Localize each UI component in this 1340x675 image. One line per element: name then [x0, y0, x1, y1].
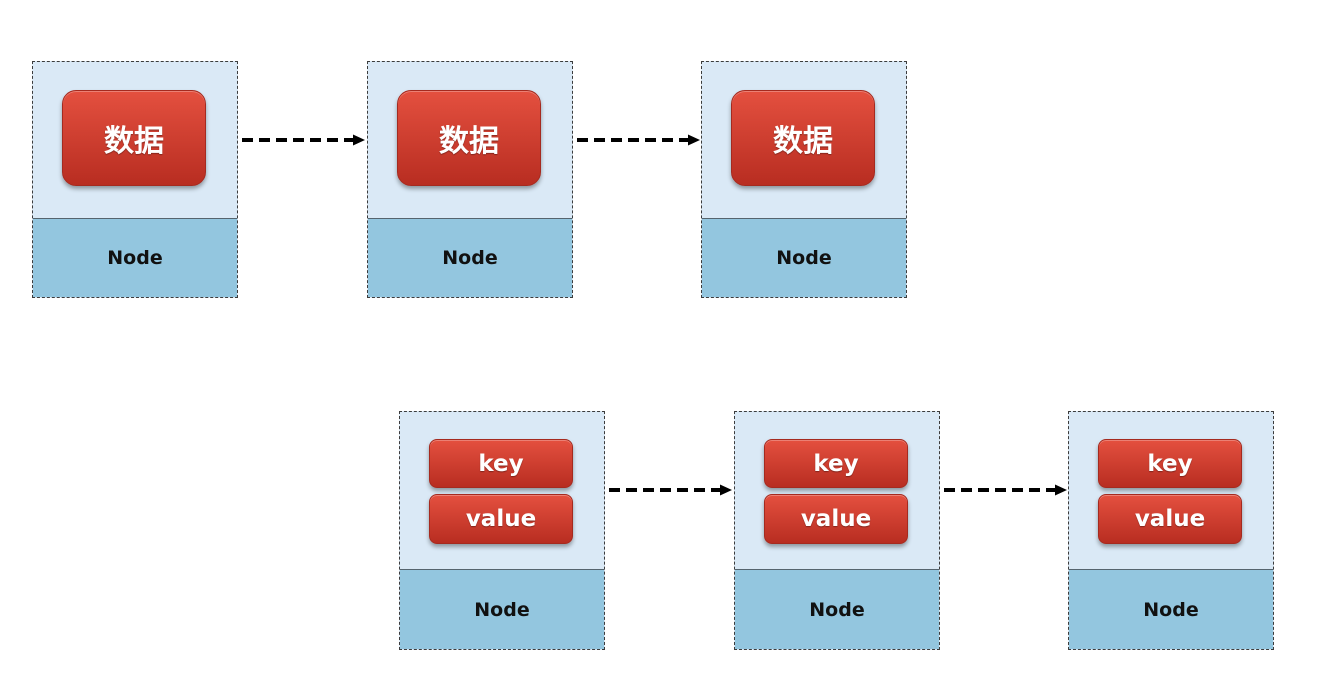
- node-label: Node: [107, 247, 163, 269]
- node-footer: Node: [1069, 569, 1273, 649]
- kv-node-3: key value Node: [1068, 411, 1274, 650]
- data-node-2: 数据 Node: [367, 61, 573, 298]
- dashed-arrow: [242, 134, 365, 146]
- data-node-1: 数据 Node: [32, 61, 238, 298]
- dashed-arrow: [609, 484, 732, 496]
- data-box: 数据: [62, 90, 206, 186]
- value-box: value: [764, 494, 908, 544]
- node-footer: Node: [33, 218, 237, 297]
- node-label: Node: [1143, 598, 1199, 621]
- kv-node-1: key value Node: [399, 411, 605, 650]
- key-box: key: [429, 439, 573, 488]
- key-box: key: [764, 439, 908, 488]
- node-label: Node: [809, 598, 865, 621]
- value-box: value: [1098, 494, 1242, 544]
- dashed-arrow: [577, 134, 700, 146]
- value-box: value: [429, 494, 573, 544]
- data-box: 数据: [397, 90, 541, 186]
- node-label: Node: [474, 598, 530, 621]
- node-footer: Node: [368, 218, 572, 297]
- dashed-arrow: [944, 484, 1067, 496]
- data-node-3: 数据 Node: [701, 61, 907, 298]
- kv-node-2: key value Node: [734, 411, 940, 650]
- node-label: Node: [776, 247, 832, 269]
- key-box: key: [1098, 439, 1242, 488]
- node-footer: Node: [702, 218, 906, 297]
- node-label: Node: [442, 247, 498, 269]
- node-footer: Node: [400, 569, 604, 649]
- node-footer: Node: [735, 569, 939, 649]
- data-box: 数据: [731, 90, 875, 186]
